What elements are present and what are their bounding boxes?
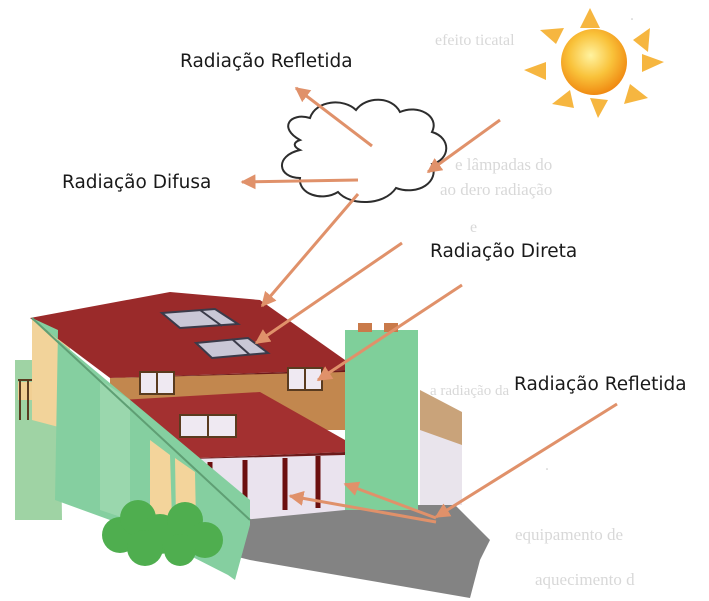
arrow-direct-to-panel — [254, 241, 403, 345]
house-illustration — [15, 292, 462, 580]
svg-text:.: . — [630, 7, 634, 24]
arrow-direct-to-window — [316, 283, 463, 382]
svg-text:efeito ticatal: efeito ticatal — [435, 32, 515, 49]
arrow-reflected-off-cloud — [294, 86, 373, 148]
arrow-reflected-ground-1 — [434, 402, 618, 519]
svg-text:e lâmpadas do: e lâmpadas do — [455, 155, 552, 174]
svg-text:aquecimento d: aquecimento d — [535, 570, 635, 589]
arrow-diffuse — [240, 174, 359, 190]
label-reflected-radiation-top: Radiação Refletida — [180, 51, 353, 72]
svg-text:.: . — [545, 457, 549, 474]
arrow-cloud-to-house — [260, 193, 360, 308]
arrow-reflected-ground-2 — [343, 481, 437, 520]
background-show-through-text: efeito ticatal e lâmpadas do ao dero rad… — [430, 7, 635, 589]
arrow-reflected-ground-3 — [288, 490, 437, 524]
arrow-sun-to-cloud — [426, 118, 501, 174]
ground-shadow — [225, 505, 490, 598]
sun-icon — [524, 8, 664, 118]
svg-text:e: e — [470, 219, 477, 236]
cloud-icon — [281, 98, 448, 204]
svg-text:a radiação da: a radiação da — [430, 383, 509, 399]
svg-text:ao dero radiação: ao dero radiação — [440, 180, 552, 199]
label-diffuse-radiation: Radiação Difusa — [62, 172, 212, 193]
radiation-arrows — [240, 86, 618, 524]
label-direct-radiation: Radiação Direta — [430, 241, 578, 262]
svg-text:equipamento de: equipamento de — [515, 525, 623, 544]
label-reflected-radiation-right: Radiação Refletida — [514, 374, 687, 395]
